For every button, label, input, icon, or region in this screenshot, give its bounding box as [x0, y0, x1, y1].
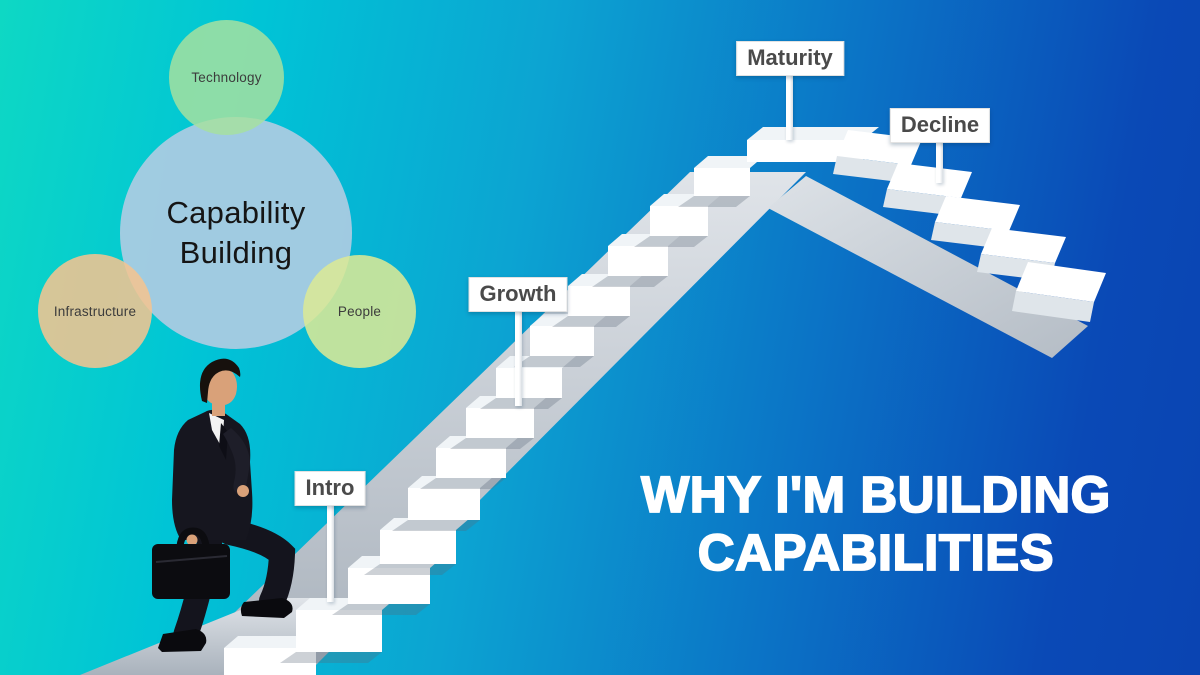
intro-sign-label: Intro	[294, 471, 366, 506]
maturity-sign-label: Maturity	[736, 41, 844, 76]
capability-building-label: Capability Building	[166, 195, 306, 270]
ascending-steps	[224, 156, 764, 675]
slide-title-line1: WHY I'M BUILDING	[640, 465, 1111, 524]
people-label: People	[337, 304, 382, 319]
slide-title: WHY I'M BUILDING CAPABILITIES	[580, 465, 1172, 582]
technology-circle: Technology	[169, 20, 284, 135]
decline-sign-post	[936, 135, 943, 183]
peak-step	[747, 127, 879, 162]
businessman-figure	[152, 358, 296, 652]
slide-title-line2: CAPABILITIES	[697, 523, 1055, 582]
decline-sign-label: Decline	[889, 108, 991, 143]
capability-building-circle: Capability Building	[120, 117, 352, 349]
growth-sign-label: Growth	[468, 277, 568, 312]
technology-label: Technology	[191, 70, 262, 85]
descending-steps	[833, 130, 1106, 322]
growth-sign-post	[515, 306, 522, 406]
people-circle: People	[303, 255, 416, 368]
maturity-sign-post	[786, 70, 793, 140]
intro-sign-post	[327, 500, 334, 602]
infrastructure-label: Infrastructure	[53, 303, 137, 319]
descending-stair-band	[768, 176, 1088, 358]
infrastructure-circle: Infrastructure	[38, 254, 152, 368]
